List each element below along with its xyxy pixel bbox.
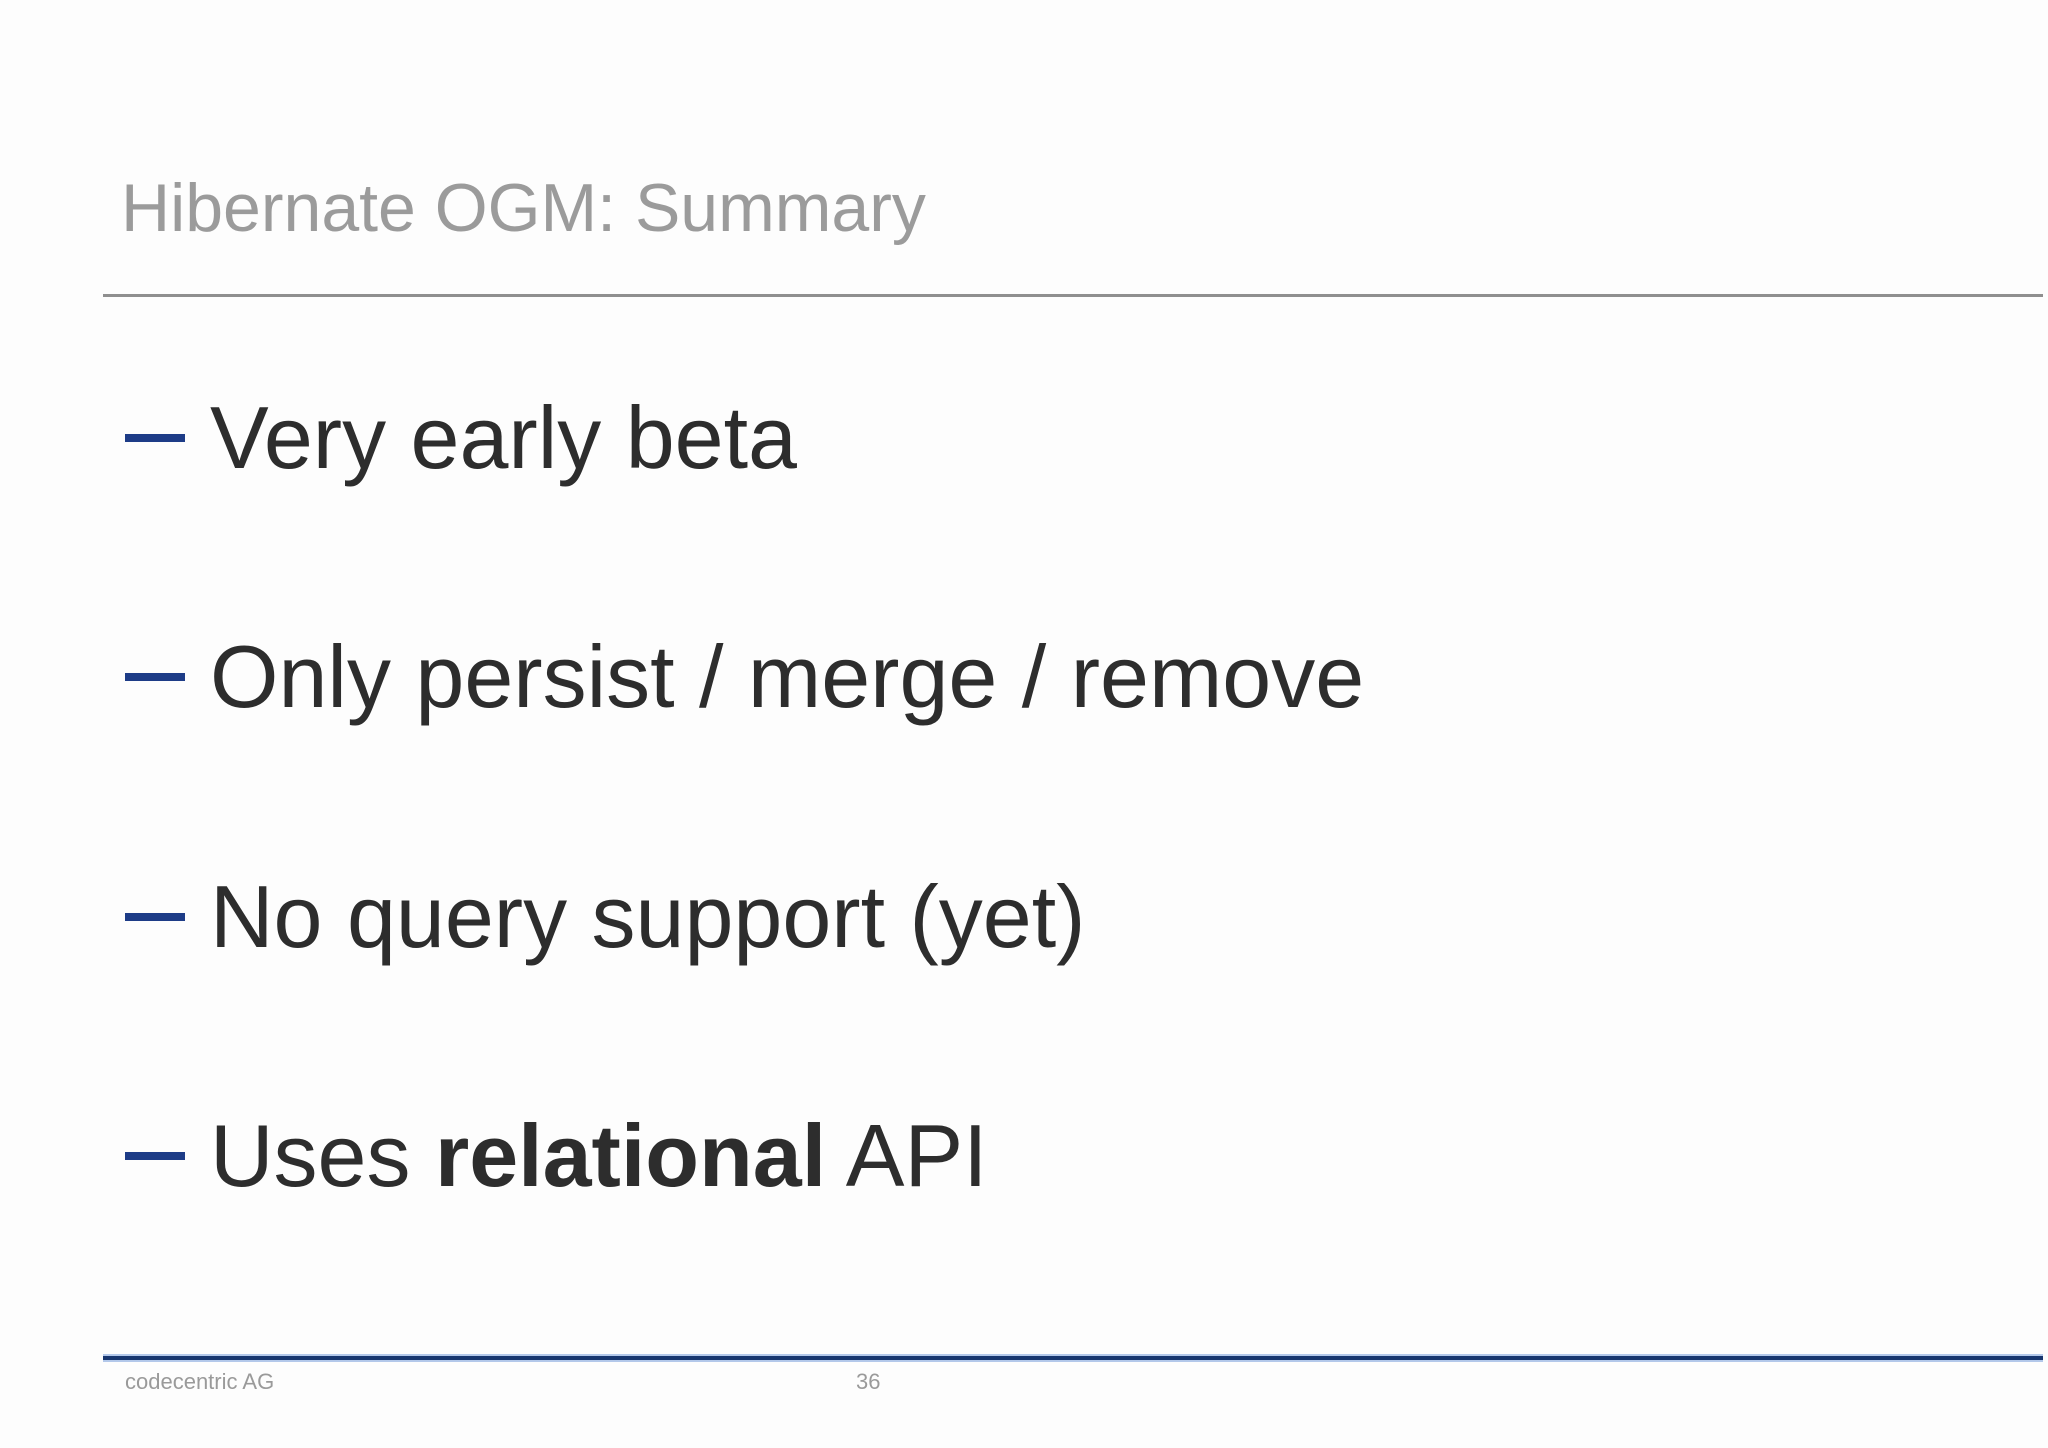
bullet-item: Very early beta xyxy=(125,378,797,498)
page-number: 36 xyxy=(856,1369,881,1394)
bullet-text: Only persist / merge / remove xyxy=(210,627,1365,726)
footer-company: codecentric AG xyxy=(125,1369,275,1394)
bullet-item: No query support (yet) xyxy=(125,857,1086,977)
dash-bullet-icon xyxy=(125,913,185,921)
bullet-item: Uses relational API xyxy=(125,1096,988,1216)
dash-bullet-icon xyxy=(125,434,185,442)
bullet-item: Only persist / merge / remove xyxy=(125,617,1364,737)
title-divider xyxy=(103,294,2043,297)
dash-bullet-icon xyxy=(125,673,185,681)
dash-bullet-icon xyxy=(125,1152,185,1160)
bullet-text: Uses relational API xyxy=(210,1106,988,1205)
bullet-text: Very early beta xyxy=(210,388,797,487)
slide-title: Hibernate OGM: Summary xyxy=(121,170,926,246)
footer-divider xyxy=(103,1354,2043,1362)
bullet-text: No query support (yet) xyxy=(210,867,1086,966)
